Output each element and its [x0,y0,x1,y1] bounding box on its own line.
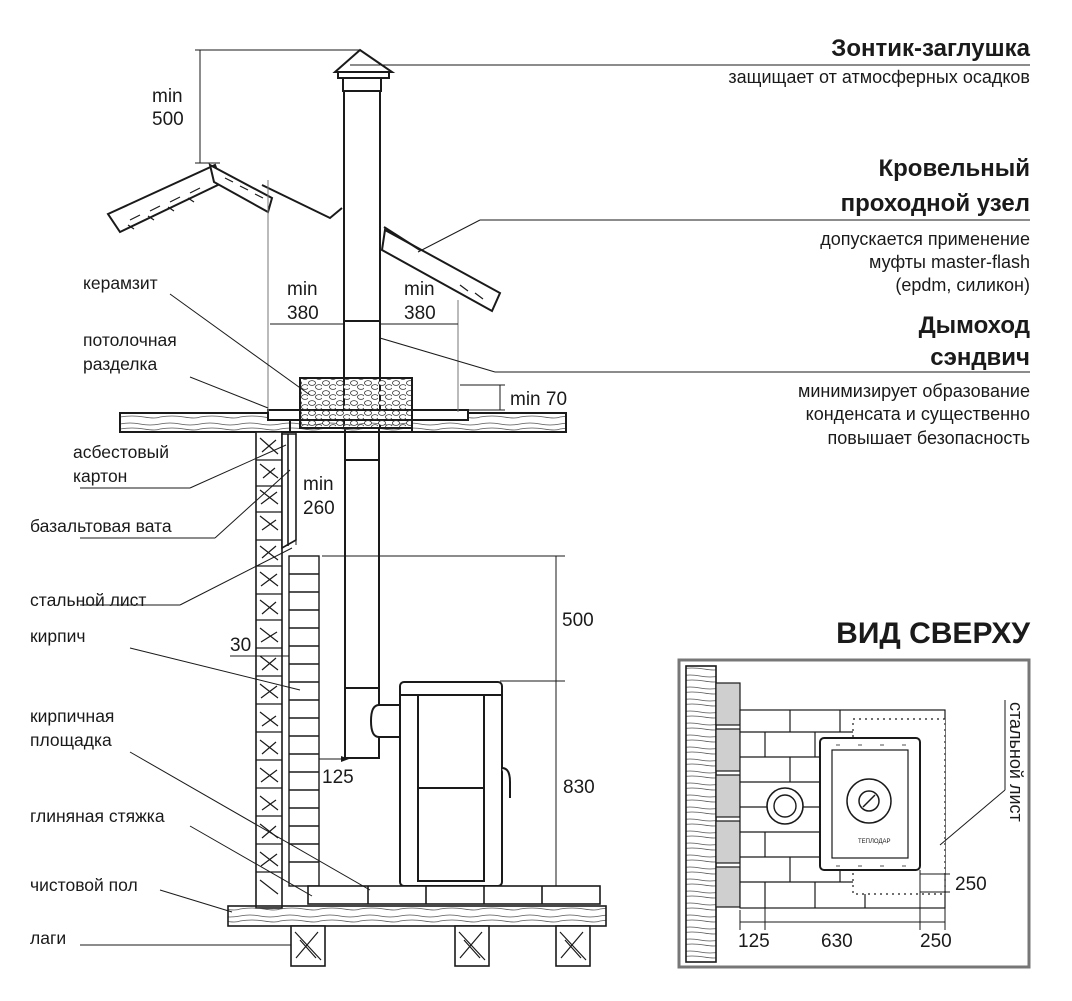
chimney-title-2: сэндвич [930,344,1030,371]
dim-top-min: min [152,86,183,107]
dim-125: 125 [322,767,354,788]
dim-30: 30 [230,635,251,656]
brick-screen [288,555,320,887]
dim-min70: min 70 [510,389,567,410]
dim-500: 500 [562,610,594,631]
chimney-desc-1: минимизирует образование [798,381,1030,401]
cap-desc: защищает от атмосферных осадков [728,67,1030,87]
top-view-panel [677,658,1031,969]
roof [106,163,502,313]
label-ceiling-sep-1: потолочная [83,330,177,350]
top-view-d630: 630 [821,931,853,952]
cap-title: Зонтик-заглушка [831,35,1030,62]
dim-right-min: min [404,279,435,300]
top-view-title: ВИД СВЕРХУ [836,617,1030,650]
dim-left-min: min [287,279,318,300]
label-steel: стальной лист [30,590,146,610]
top-view-d125: 125 [738,931,770,952]
chimney-desc-2: конденсата и существенно [806,404,1030,424]
label-ceiling-sep-2: разделка [83,354,158,374]
label-asbestos-1: асбестовый [73,442,169,462]
label-clay: глиняная стяжка [30,806,165,826]
dim-min500 [195,49,360,164]
top-view-d250-bottom: 250 [920,931,952,952]
dim-top-500: 500 [152,109,184,130]
label-keramzit: керамзит [83,273,158,293]
label-asbestos-2: картон [73,466,127,486]
floor [227,885,607,967]
roof-node-desc-1: допускается применение [820,229,1030,249]
label-joists: лаги [30,928,66,948]
ceiling [119,180,567,433]
roof-node-title-1: Кровельный [879,155,1031,182]
chimney-title-1: Дымоход [919,312,1030,339]
label-brick: кирпич [30,626,86,646]
dim-vertical [230,432,565,887]
dim-mid-260: 260 [303,498,335,519]
top-view-brand: ТЕПЛОДАР [858,839,891,845]
roof-node-title-2: проходной узел [841,190,1030,217]
label-basalt: базальтовая вата [30,516,172,536]
dim-mid-min: min [303,474,334,495]
roof-node-desc-2: муфты master-flash [869,252,1030,272]
stove [399,681,511,887]
roof-node-desc-3: (epdm, силикон) [895,275,1030,295]
wall [255,431,297,909]
dim-830: 830 [563,777,595,798]
leaders [80,64,1030,946]
top-view-d250-side: 250 [955,874,987,895]
top-view-steel-label: стальной лист [1006,702,1026,822]
chimney-desc-3: повышает безопасность [828,428,1030,448]
label-floor: чистовой пол [30,875,138,895]
dim-left-380: 380 [287,303,319,324]
dim-right-380: 380 [404,303,436,324]
label-brick-pad-2: площадка [30,730,112,750]
label-brick-pad-1: кирпичная [30,706,114,726]
